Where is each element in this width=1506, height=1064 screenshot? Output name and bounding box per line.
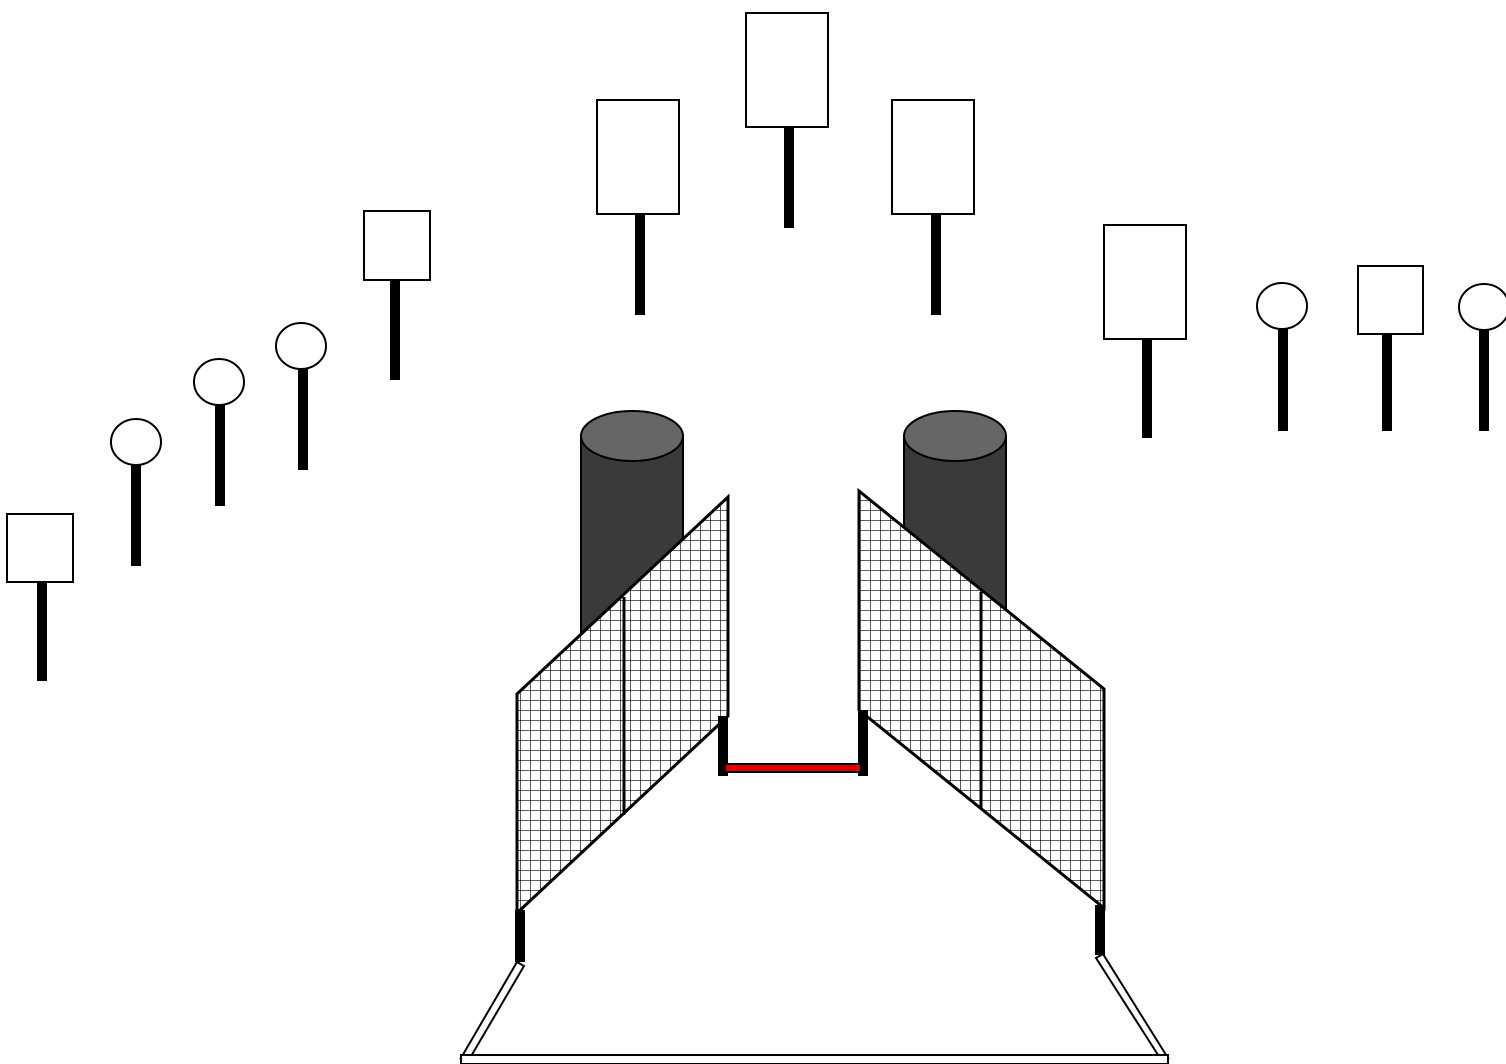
sign-face — [1458, 283, 1506, 331]
round-sign-2 — [110, 418, 162, 566]
square-sign-5 — [363, 210, 431, 380]
red-bar — [726, 765, 860, 771]
square-sign-1 — [6, 513, 74, 681]
sign-post — [298, 369, 308, 470]
sign-face — [891, 99, 975, 215]
sign-post — [215, 405, 225, 506]
platform-base — [459, 952, 1170, 1064]
gate — [718, 710, 868, 776]
sign-post — [1142, 339, 1152, 438]
sign-face — [110, 418, 162, 466]
rectangle-sign-8 — [891, 99, 975, 315]
sign-row — [6, 12, 1506, 681]
sign-face — [193, 358, 245, 406]
sign-post — [390, 280, 400, 380]
round-sign-4 — [275, 322, 327, 470]
sign-face — [363, 210, 431, 281]
sign-face — [1256, 282, 1308, 330]
sign-face — [745, 12, 829, 128]
rectangle-sign-6 — [596, 99, 680, 315]
sign-post — [37, 582, 47, 681]
sign-post — [784, 127, 794, 228]
round-sign-10 — [1256, 282, 1308, 431]
sign-post — [1278, 329, 1288, 431]
sign-post — [1479, 330, 1489, 431]
sign-face — [1357, 265, 1424, 335]
net-end-posts — [515, 905, 1105, 962]
sign-post — [131, 465, 141, 566]
sign-face — [6, 513, 74, 583]
sign-post — [635, 214, 645, 315]
sign-face — [1103, 224, 1187, 340]
round-sign-12 — [1458, 283, 1506, 431]
round-sign-3 — [193, 358, 245, 506]
sign-post — [931, 214, 941, 315]
sign-post — [1382, 334, 1392, 431]
sign-face — [275, 322, 327, 370]
rectangle-sign-7 — [745, 12, 829, 228]
rectangle-sign-9 — [1103, 224, 1187, 438]
sign-face — [596, 99, 680, 215]
square-sign-11 — [1357, 265, 1424, 431]
